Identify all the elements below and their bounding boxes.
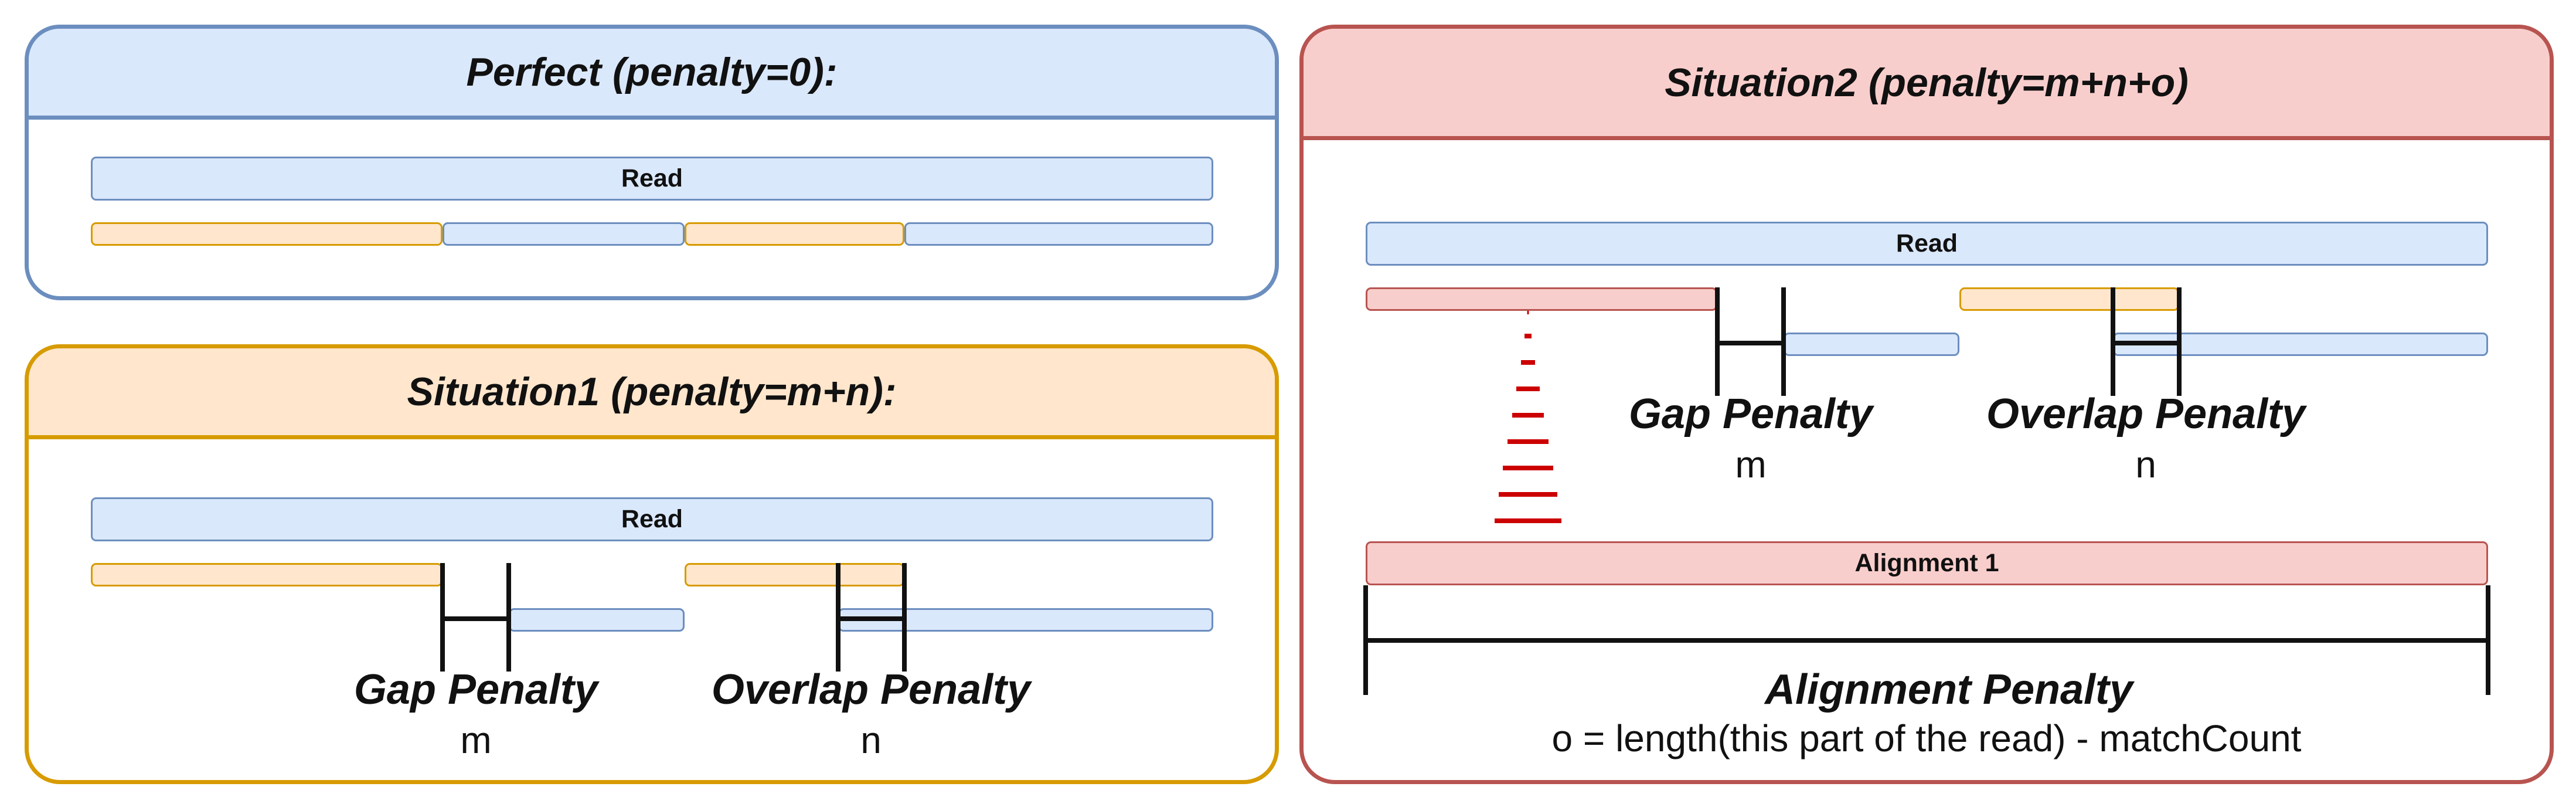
situation2-alignment-bar: Alignment 1 xyxy=(1366,541,2488,585)
situation1-segment-3 xyxy=(685,563,904,586)
situation2-read-bar: Read xyxy=(1366,222,2488,266)
situation2-gap-penalty-label: Gap Penalty xyxy=(1628,391,1873,438)
situation2-segment-2 xyxy=(1784,333,1959,356)
perfect-segment-1 xyxy=(91,222,443,246)
perfect-read-bar: Read xyxy=(91,157,1213,201)
situation2-segment-3 xyxy=(1959,287,2179,311)
situation1-overlap-symbol: n xyxy=(860,719,882,761)
situation2-gap-bracket xyxy=(1715,287,1786,396)
situation2-panel-title: Situation2 (penalty=m+n+o) xyxy=(1304,29,2550,140)
situation2-panel: Situation2 (penalty=m+n+o) xyxy=(1299,25,2554,784)
situation2-alignment-formula: o = length(this part of the read) - matc… xyxy=(1551,717,2302,759)
alignment-arrow-icon xyxy=(1495,311,1561,523)
situation1-panel-title: Situation1 (penalty=m+n): xyxy=(29,348,1275,439)
situation2-alignment-bracket xyxy=(1363,585,2490,695)
situation1-gap-penalty-label: Gap Penalty xyxy=(353,666,598,713)
perfect-segment-3 xyxy=(685,222,904,246)
situation1-segment-2 xyxy=(509,608,685,632)
situation1-segment-1 xyxy=(91,563,443,586)
situation2-alignment-penalty-label: Alignment Penalty xyxy=(1764,666,2133,713)
perfect-segment-2 xyxy=(443,222,685,246)
situation2-gap-symbol: m xyxy=(1735,443,1767,486)
situation1-overlap-bracket xyxy=(836,563,907,672)
situation2-overlap-penalty-label: Overlap Penalty xyxy=(1986,391,2306,438)
situation1-panel: Situation1 (penalty=m+n): xyxy=(25,344,1279,784)
perfect-segment-4 xyxy=(904,222,1213,246)
situation2-overlap-bracket xyxy=(2111,287,2182,396)
situation1-gap-bracket xyxy=(440,563,511,672)
situation1-overlap-penalty-label: Overlap Penalty xyxy=(711,666,1031,713)
situation1-read-bar: Read xyxy=(91,497,1213,541)
situation1-gap-symbol: m xyxy=(460,719,492,761)
situation2-overlap-symbol: n xyxy=(2135,443,2156,486)
perfect-panel-title: Perfect (penalty=0): xyxy=(29,29,1275,120)
situation2-segment-1 xyxy=(1366,287,1717,311)
